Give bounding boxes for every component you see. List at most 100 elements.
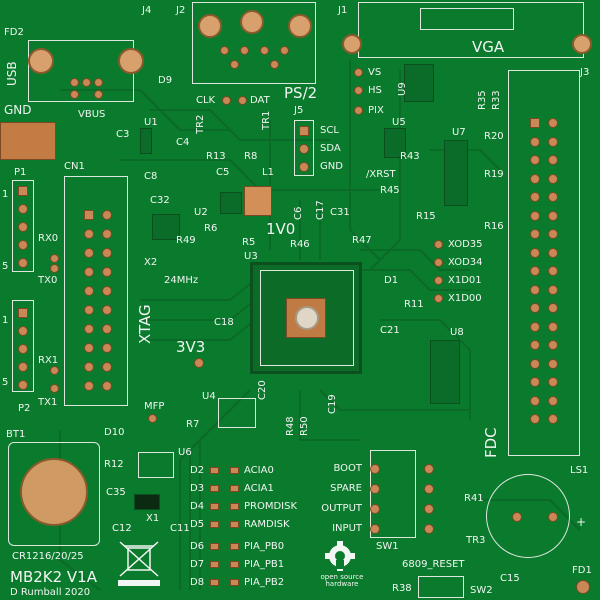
header-pin-pad	[102, 381, 112, 391]
header-pin-pad	[18, 326, 28, 336]
ps2-pad	[270, 60, 279, 69]
u3-label: U3	[244, 251, 258, 262]
ps2-pad	[240, 46, 249, 55]
sda-label: SDA	[320, 143, 341, 154]
cn1-label: CN1	[64, 161, 85, 172]
r7-label: R7	[186, 419, 200, 430]
header-pin-pad	[548, 377, 558, 387]
header-pin-pad	[548, 284, 558, 295]
rx0-test-pad	[50, 254, 59, 263]
header-pin-pad	[18, 240, 28, 250]
rx0-label: RX0	[38, 233, 59, 244]
header-pin-pad	[18, 344, 28, 354]
sw1-label: SW1	[376, 541, 399, 552]
d1-label: D1	[384, 275, 399, 286]
fdc-label: FDC	[482, 427, 500, 458]
r48-label: R48	[285, 416, 296, 436]
c11-label: C11	[170, 523, 190, 534]
p2-pin5-label: 5	[2, 377, 9, 388]
dat-test-pad	[238, 96, 247, 105]
usb-pad	[70, 78, 79, 87]
mfp-label: MFP	[144, 401, 165, 412]
vga-pin-row	[420, 8, 514, 30]
sw2-outline[interactable]	[418, 576, 464, 598]
ps2-pad	[230, 60, 239, 69]
j5-pad	[299, 126, 309, 136]
header-pin-pad	[530, 155, 540, 165]
usb-pad	[94, 90, 103, 99]
switch-pad[interactable]	[370, 524, 380, 534]
switch-label: SPARE	[330, 483, 362, 494]
led-pad	[230, 579, 239, 586]
led-indicator	[210, 579, 219, 586]
xtag-connector-outline	[64, 176, 128, 406]
c8-label: C8	[144, 171, 158, 182]
p1-pin1-label: 1	[2, 189, 9, 200]
x2-label: X2	[144, 257, 158, 268]
u2-label: U2	[194, 207, 208, 218]
header-pin-pad	[548, 229, 558, 239]
header-pin-pad	[530, 266, 540, 276]
xod34-test-pad	[434, 258, 443, 267]
header-pin-pad	[18, 186, 28, 196]
r19-label: R19	[484, 169, 504, 180]
header-pin-pad	[530, 303, 540, 313]
ps2-connector-outline	[192, 2, 316, 84]
u3-center-via	[295, 306, 319, 330]
u4-outline	[218, 398, 256, 428]
xod35-test-pad	[434, 240, 443, 249]
header-pin-pad	[548, 136, 558, 147]
u9-label: U9	[397, 82, 408, 96]
header-pin-pad	[102, 248, 112, 258]
vga-connector-outline	[358, 2, 584, 58]
clk-test-pad	[222, 96, 231, 105]
switch-pad[interactable]	[424, 504, 434, 514]
switch-pad[interactable]	[424, 524, 434, 534]
header-pin-pad	[18, 362, 28, 372]
r38-label: R38	[392, 583, 412, 594]
buzzer-pad	[548, 512, 558, 522]
led-label: PIA_PB0	[244, 541, 285, 552]
fd2-label: FD2	[4, 27, 24, 38]
usb-mount-hole-left	[28, 48, 54, 74]
x2-crystal	[152, 214, 180, 240]
p1-pin5-label: 5	[2, 261, 9, 272]
xrst-label: /XRST	[366, 169, 396, 180]
r13-label: R13	[206, 151, 226, 162]
tr1-label: TR1	[261, 110, 272, 130]
r8-label: R8	[244, 151, 258, 162]
j5-pad	[299, 162, 309, 172]
switch-pad[interactable]	[370, 504, 380, 514]
switch-pad[interactable]	[370, 484, 380, 494]
led-refdes: D2	[190, 465, 205, 476]
header-pin-pad	[530, 210, 540, 221]
battery-type-label: CR1216/20/25	[12, 551, 84, 562]
switch-pad[interactable]	[424, 484, 434, 494]
header-pin-pad	[530, 118, 540, 128]
header-pin-pad	[530, 229, 540, 239]
switch-pad[interactable]	[370, 464, 380, 474]
led-indicator	[210, 543, 219, 550]
header-pin-pad	[102, 286, 112, 296]
header-pin-pad	[548, 321, 558, 332]
ps2-pad	[260, 46, 269, 55]
1v0-label: 1V0	[266, 220, 296, 238]
header-pin-pad	[84, 343, 94, 353]
r41-label: R41	[464, 493, 484, 504]
usb-pad	[94, 78, 103, 87]
led-pad	[230, 521, 239, 528]
u4-label: U4	[202, 391, 216, 402]
xod35-label: XOD35	[448, 239, 483, 250]
p2-label: P2	[18, 403, 31, 414]
ps2-pad	[220, 46, 229, 55]
r12-label: R12	[104, 459, 124, 470]
switch-pad[interactable]	[424, 464, 434, 474]
led-label: RAMDISK	[244, 519, 290, 530]
led-label: PROMDISK	[244, 501, 298, 512]
j5-label: J5	[294, 105, 304, 116]
header-pin-pad	[530, 192, 540, 202]
oshw-label: open source hardware	[320, 573, 364, 588]
x1-label: X1	[146, 513, 160, 524]
header-pin-pad	[548, 303, 558, 313]
header-pin-pad	[102, 267, 112, 277]
